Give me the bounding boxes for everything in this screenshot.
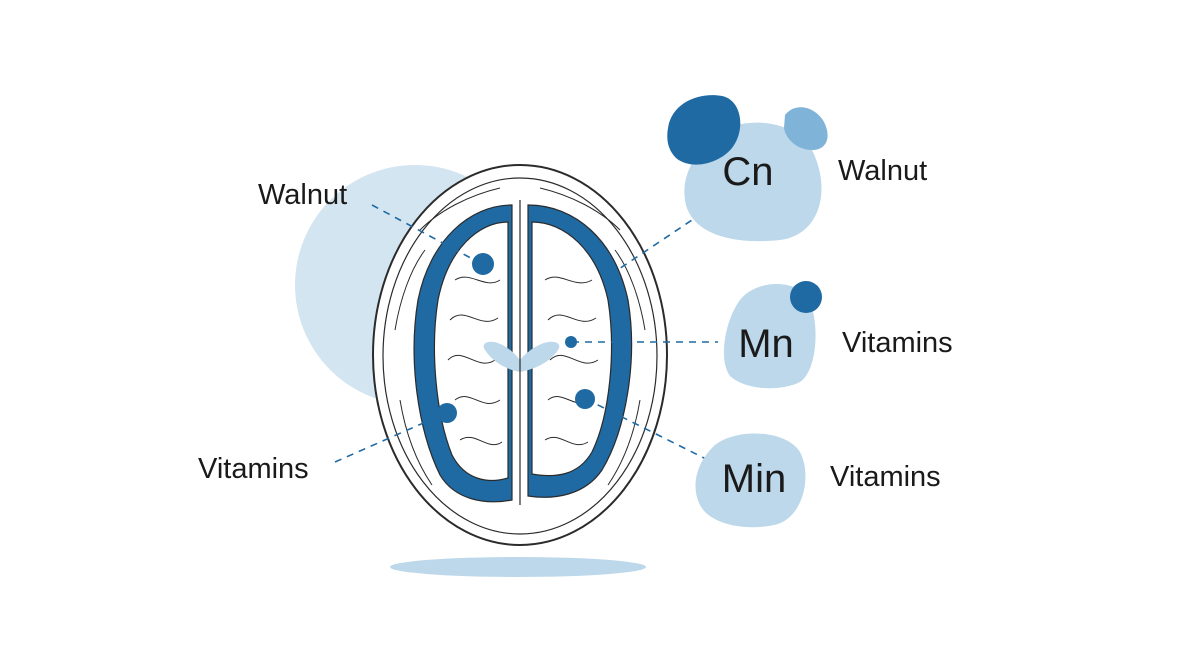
min-blob-body (695, 433, 806, 528)
leader-min (585, 398, 713, 463)
marker-dot-vitamins (437, 403, 457, 423)
label-walnut-right: Walnut (838, 155, 927, 187)
mn-element-blob: Mn (723, 281, 822, 389)
mn-symbol: Mn (738, 322, 794, 366)
marker-dot-mn (565, 336, 577, 348)
kernel-center-wing (483, 341, 560, 372)
min-element-blob: Min (695, 433, 806, 528)
mn-blob-dot (790, 281, 822, 313)
cn-blob-dark (667, 95, 741, 165)
label-walnut-left: Walnut (258, 179, 347, 211)
walnut-shadow (390, 557, 646, 577)
shell-ridge-lines (394, 187, 646, 486)
leader-cn (609, 217, 696, 276)
kernel-right-inner (531, 221, 613, 477)
cn-blob-accent (784, 107, 828, 150)
kernel-convolutions (447, 276, 599, 445)
walnut-shell-inner (382, 177, 658, 535)
label-vitamins-min: Vitamins (830, 461, 941, 493)
min-symbol: Min (722, 457, 786, 501)
marker-dot-walnut (472, 253, 494, 275)
cn-symbol: Cn (722, 150, 773, 194)
label-vitamins-left: Vitamins (198, 453, 309, 485)
mn-blob-body (723, 283, 816, 389)
marker-dot-min (575, 389, 595, 409)
label-vitamins-mn: Vitamins (842, 327, 953, 359)
walnut-illustration (372, 164, 668, 546)
cn-element-blob: Cn (667, 95, 828, 242)
leader-lines (334, 204, 718, 463)
